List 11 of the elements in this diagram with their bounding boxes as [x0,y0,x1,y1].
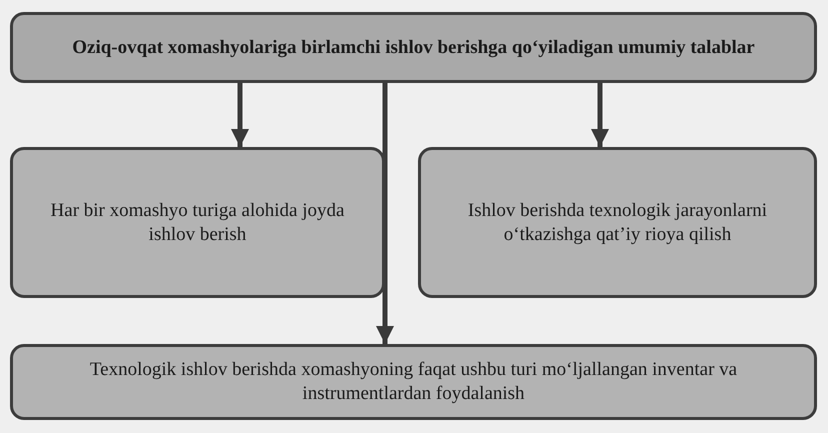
box-text: Har bir xomashyo turiga alohida joyda ishlov berish [50,198,346,246]
process-box [418,147,817,298]
box-text: Ishlov berishda texnologik jarayonlarni o‘tkazishga qat’iy rioya qilish [466,198,768,246]
arrow [591,83,609,147]
box-text: Oziq-ovqat xomashyolariga birlamchi ishlov berishga qo‘yiladigan umumiy talablar [72,36,755,60]
process-box [10,147,385,298]
box-text: Texnologik ishlov berishda xomashyoning faqat ushbu turi mo‘ljallangan inventar va instrumentlardan foydalanish [88,358,738,406]
arrow [231,83,249,147]
process-box [10,344,817,420]
arrow [376,83,394,344]
title-box [10,12,817,83]
